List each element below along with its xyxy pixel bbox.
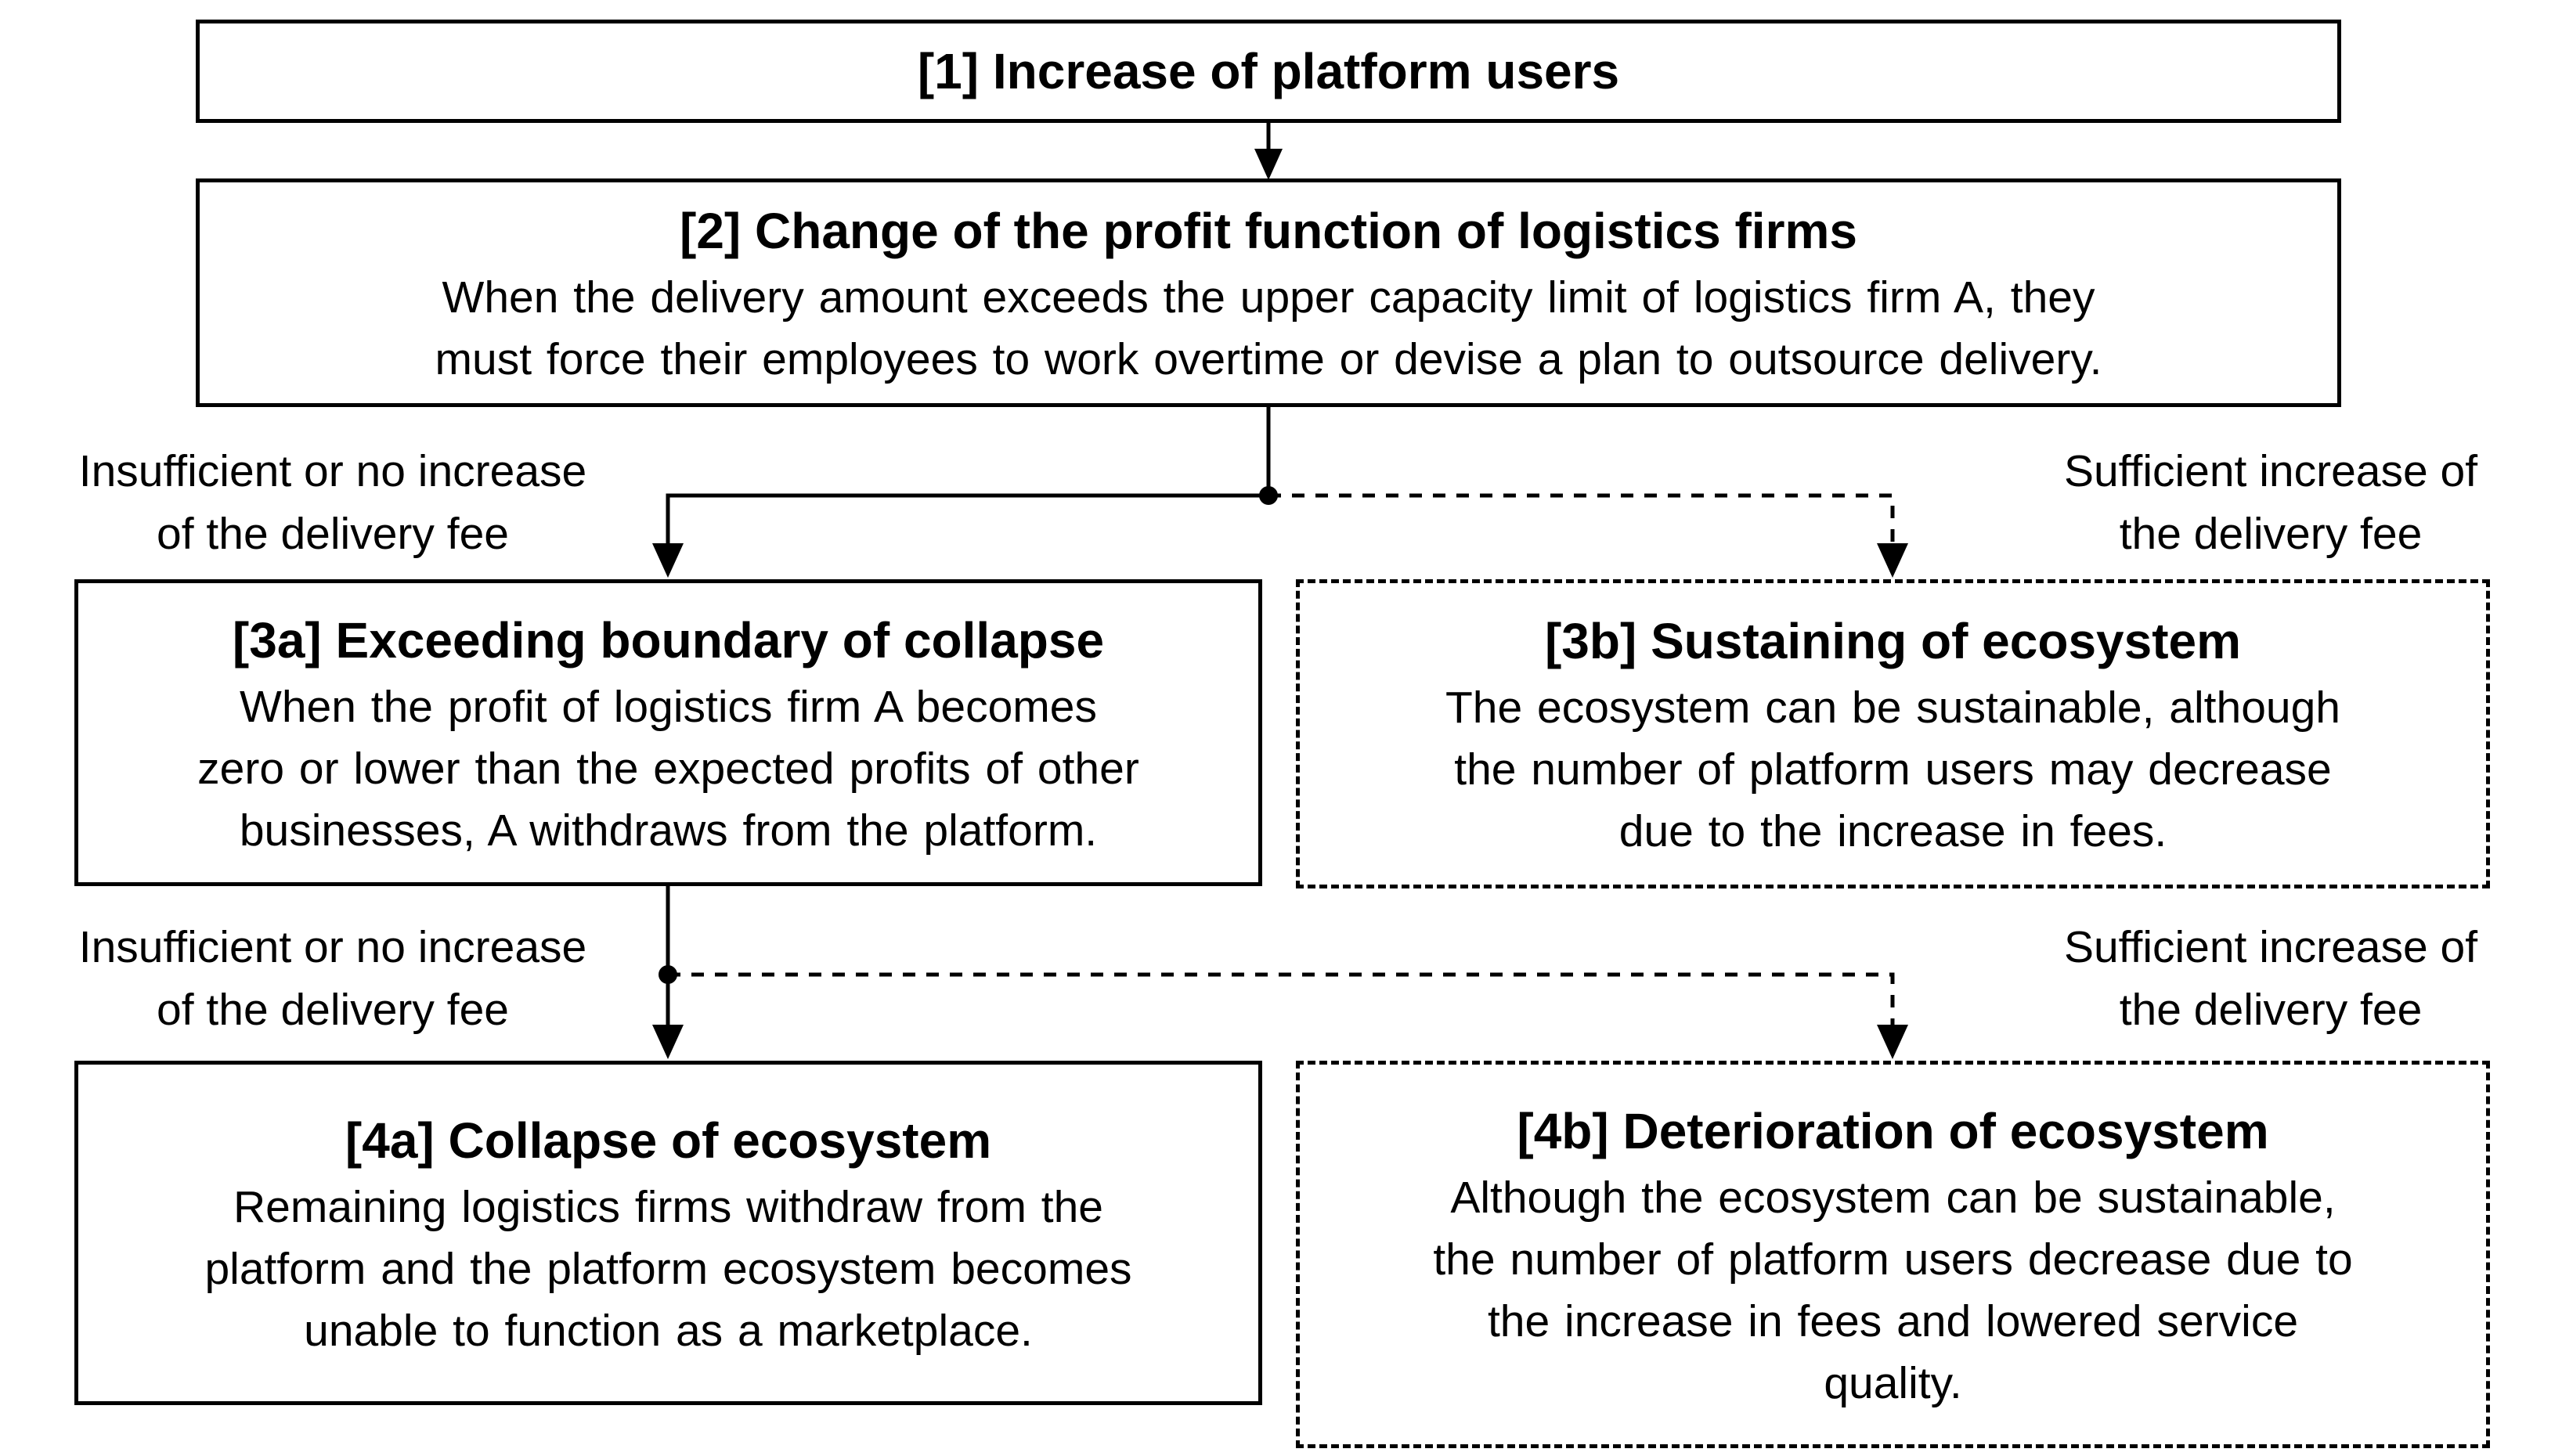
- node-1-title: [1] Increase of platform users: [917, 43, 1620, 99]
- edge-2-3b-arrowhead: [1877, 543, 1908, 578]
- node-2-change-profit-function: [2] Change of the profit function of log…: [196, 178, 2341, 407]
- node-4a-body: Remaining logistics firms withdraw from …: [204, 1181, 1132, 1356]
- node-4b-deterioration-ecosystem: [4b] Deterioration of ecosystem Although…: [1296, 1061, 2490, 1448]
- edge-label-insufficient-fee-2: Insufficient or no increase of the deliv…: [78, 922, 587, 1035]
- node-2-body: When the delivery amount exceeds the upp…: [435, 272, 2102, 384]
- node-4a-title: [4a] Collapse of ecosystem: [345, 1112, 992, 1169]
- node-1-increase-platform-users: [1] Increase of platform users: [196, 20, 2341, 123]
- edge-label-sufficient-fee-2: Sufficient increase of the delivery fee: [2063, 922, 2478, 1035]
- node-4a-collapse-ecosystem: [4a] Collapse of ecosystem Remaining log…: [74, 1061, 1262, 1405]
- node-4b-title: [4b] Deterioration of ecosystem: [1517, 1102, 2269, 1159]
- edge-2-3a-arrowhead: [652, 543, 684, 578]
- node-3b-body: The ecosystem can be sustainable, althou…: [1445, 683, 2341, 856]
- node-3a-exceeding-boundary-collapse: [3a] Exceeding boundary of collapse When…: [74, 579, 1262, 886]
- edge-2-3b-line: [1268, 493, 1895, 546]
- node-3b-title: [3b] Sustaining of ecosystem: [1544, 613, 2242, 669]
- edge-1-2-arrowhead: [1254, 149, 1283, 180]
- node-2-title: [2] Change of the profit function of log…: [680, 203, 1857, 259]
- edge-2-3a-line: [666, 493, 1268, 546]
- node-3b-sustaining-ecosystem: [3b] Sustaining of ecosystem The ecosyst…: [1296, 579, 2490, 888]
- edge-3a-4a-arrowhead: [652, 1025, 684, 1059]
- node-3a-body: When the profit of logistics firm A beco…: [197, 681, 1139, 856]
- edge-3a-4b-line: [668, 972, 1895, 1028]
- node-3a-title: [3a] Exceeding boundary of collapse: [232, 611, 1105, 669]
- node-4b-body: Although the ecosystem can be sustainabl…: [1433, 1172, 2353, 1408]
- edge-label-sufficient-fee-1: Sufficient increase of the delivery fee: [2063, 446, 2478, 559]
- edge-3a-4b-arrowhead: [1877, 1025, 1908, 1059]
- edge-label-insufficient-fee-1: Insufficient or no increase of the deliv…: [78, 446, 587, 559]
